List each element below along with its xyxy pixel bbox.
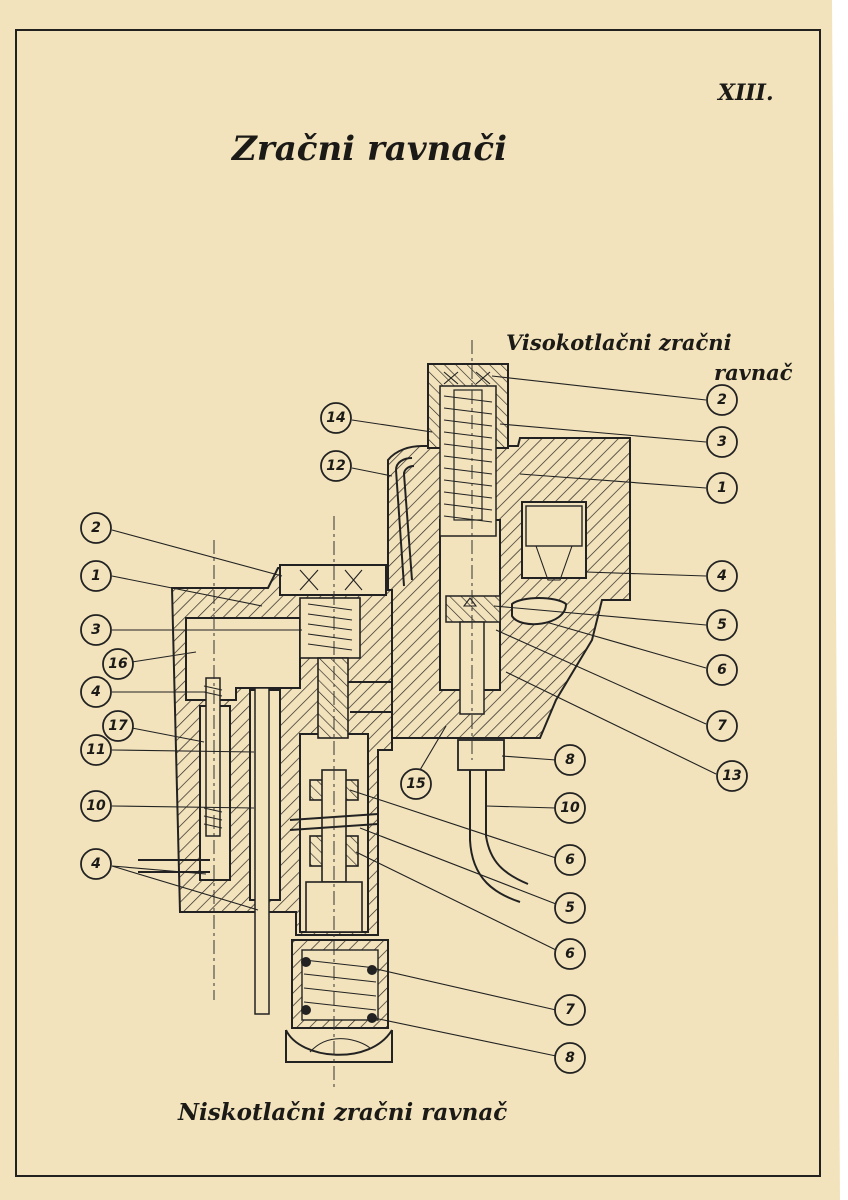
callout-bubble: 1: [706, 472, 738, 504]
hp-caption-line2: ravnač: [714, 360, 793, 385]
callout-number: 4: [716, 568, 727, 584]
lp-cap: [279, 564, 387, 596]
callout-bubble: 8: [554, 744, 586, 776]
callout-bubble: 4: [80, 676, 112, 708]
callout-bubble: 12: [320, 450, 352, 482]
callout-number: 2: [91, 520, 101, 536]
callout-bubble: 6: [706, 654, 738, 686]
callout-bubble: 1: [80, 560, 112, 592]
callout-bubble: 7: [554, 994, 586, 1026]
callout-number: 6: [717, 662, 727, 678]
callout-bubble: 4: [80, 848, 112, 880]
callout-number: 4: [90, 684, 101, 700]
callout-number: 2: [717, 392, 727, 408]
callout-number: 8: [565, 752, 575, 768]
callout-bubble: 10: [80, 790, 112, 822]
callout-number: 15: [406, 776, 426, 792]
callout-bubble: 15: [400, 768, 432, 800]
callout-bubble: 17: [102, 710, 134, 742]
callout-bubble: 4: [706, 560, 738, 592]
callout-bubble: 8: [554, 1042, 586, 1074]
callout-number: 6: [565, 946, 575, 962]
callout-bubble: 14: [320, 402, 352, 434]
callout-number: 5: [717, 617, 727, 633]
leader-lines: [111, 375, 717, 1057]
callout-number: 17: [108, 718, 128, 734]
callout-number: 13: [722, 768, 741, 784]
callout-number: 3: [717, 434, 727, 450]
lp-callouts: 2 1 3 16 4 17 11 10 4 6 5 6 7 8: [80, 512, 586, 1074]
callout-bubble: 5: [554, 892, 586, 924]
callout-number: 16: [108, 656, 128, 672]
lp-caption: Niskotlačni zračni ravnač: [177, 1099, 507, 1126]
callout-bubble: 2: [80, 512, 112, 544]
lp-upper-spring: [307, 603, 353, 651]
callout-number: 7: [717, 718, 727, 734]
sheet-title: Zračni ravnači: [230, 129, 507, 169]
lp-lower-spring: [303, 959, 377, 1011]
callout-number: 10: [86, 798, 106, 814]
callout-bubble: 3: [80, 614, 112, 646]
callout-number: 8: [565, 1050, 575, 1066]
callout-number: 6: [565, 852, 575, 868]
callout-number: 11: [86, 742, 105, 758]
callout-number: 4: [90, 856, 101, 872]
hp-caption-line1: Visokotlačni zračni: [506, 330, 732, 355]
callout-bubble: 5: [706, 609, 738, 641]
paper-edge-right: [832, 0, 848, 1200]
drawing-frame: [15, 29, 821, 1177]
callout-number: 1: [91, 568, 101, 584]
callout-number: 5: [565, 900, 575, 916]
callout-number: 7: [565, 1002, 575, 1018]
callout-bubble: 6: [554, 844, 586, 876]
callout-number: 14: [326, 410, 345, 426]
hp-callouts: 2 3 1 4 5 6 7 13 8 10 14 12 15: [320, 384, 748, 824]
callout-bubble: 16: [102, 648, 134, 680]
callout-bubble: 2: [706, 384, 738, 416]
callout-bubble: 11: [80, 734, 112, 766]
callout-number: 3: [91, 622, 101, 638]
callout-bubble: 7: [706, 710, 738, 742]
callout-bubble: 10: [554, 792, 586, 824]
hp-spring: [443, 395, 493, 523]
hp-nut: [457, 739, 505, 771]
low-pressure-regulator: [138, 516, 441, 1090]
callout-bubble: 3: [706, 426, 738, 458]
callout-number: 10: [560, 800, 580, 816]
hp-bypass-tube: [394, 457, 415, 587]
callout-number: 1: [717, 480, 727, 496]
callout-number: 12: [326, 458, 345, 474]
callout-bubble: 6: [554, 938, 586, 970]
page-number: XIII.: [716, 80, 774, 106]
callout-bubble: 13: [716, 760, 748, 792]
